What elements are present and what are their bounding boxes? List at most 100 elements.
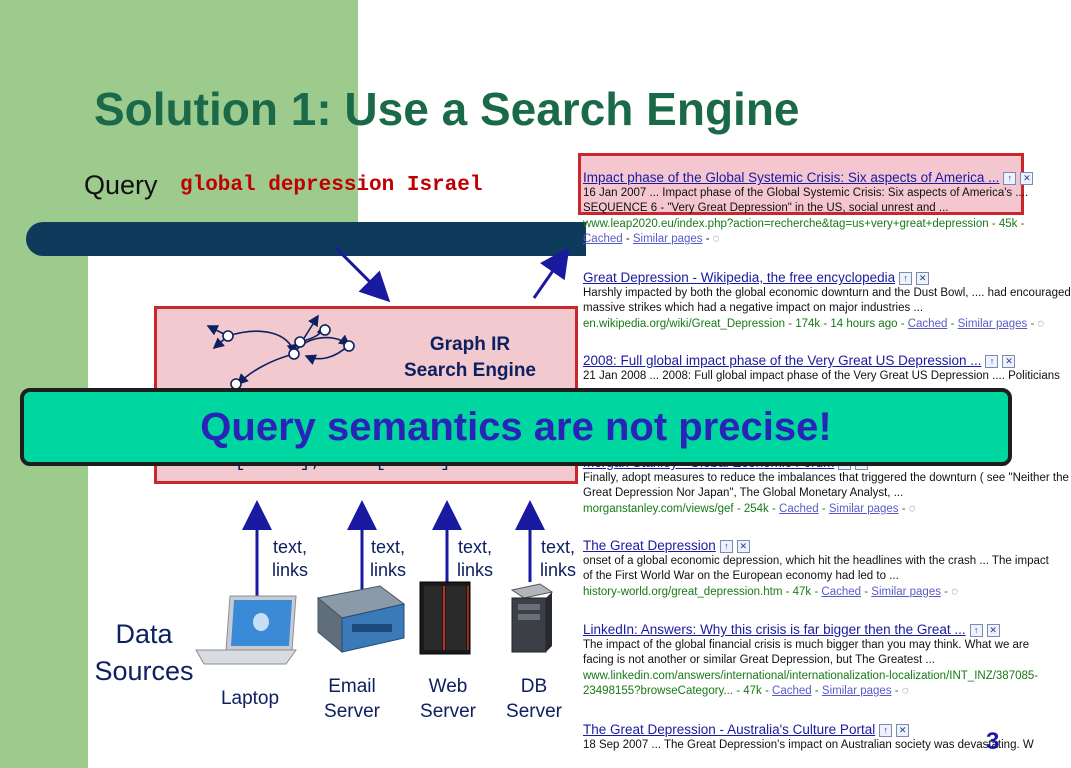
engine-label: Graph IR Search Engine <box>385 332 555 384</box>
result-title[interactable]: The Great Depression <box>583 538 716 553</box>
callout-banner: Query semantics are not precise! <box>20 388 1012 466</box>
query-text: global depression Israel <box>180 174 483 197</box>
pin-icon[interactable]: ↑ <box>969 623 983 637</box>
result-snippet: Harshly impacted by both the global econ… <box>583 286 1071 299</box>
result-snippet: onset of a global economic depression, w… <box>583 554 1049 567</box>
email-server-icon <box>316 585 406 654</box>
result-title[interactable]: 2008: Full global impact phase of the Ve… <box>583 353 982 368</box>
remove-icon[interactable]: ✕ <box>896 723 910 737</box>
source-label-line2: Server <box>324 701 380 722</box>
banner-text: Query semantics are not precise! <box>200 404 832 449</box>
result-snippet: 18 Sep 2007 ... The Great Depression's i… <box>583 738 1034 751</box>
decorative-bar <box>26 222 586 256</box>
feed-label: text, links <box>450 536 500 582</box>
feed-label-line2: links <box>271 560 308 580</box>
remove-icon[interactable]: ✕ <box>1002 354 1016 368</box>
result-snippet: The impact of the global financial crisi… <box>583 638 1030 651</box>
remove-icon[interactable]: ✕ <box>986 623 1000 637</box>
feed-label-line1: text, <box>272 537 307 557</box>
note-icon[interactable]: ◌ <box>908 502 916 515</box>
cached-link[interactable]: Cached <box>821 585 862 598</box>
search-result: LinkedIn: Answers: Why this crisis is fa… <box>583 622 1039 697</box>
pin-icon[interactable]: ↑ <box>985 354 999 368</box>
feed-label-line2: links <box>539 560 576 580</box>
feed-label: text, links <box>266 536 314 582</box>
source-label-line1: DB <box>520 676 548 697</box>
data-sources-label: Data Sources <box>86 616 202 690</box>
laptop-icon <box>195 595 297 665</box>
result-title[interactable]: The Great Depression - Australia's Cultu… <box>583 722 876 737</box>
pin-icon[interactable]: ↑ <box>719 539 733 553</box>
result-snippet: Great Depression Nor Japan", The Global … <box>583 487 904 499</box>
result-url: morganstanley.com/views/gef - 254k - <box>583 502 776 515</box>
result-url: www.linkedin.com/answers/international/i… <box>583 669 1039 682</box>
graph-nodes <box>222 324 355 390</box>
source-label-line2: Server <box>506 701 562 722</box>
feed-label-line1: text, <box>540 537 575 557</box>
pin-icon[interactable]: ↑ <box>1003 171 1017 185</box>
result-snippet: 21 Jan 2008 ... 2008: Full global impact… <box>583 369 1060 382</box>
note-icon[interactable]: ◌ <box>901 685 909 697</box>
result-url: history-world.org/great_depression.htm -… <box>583 585 819 598</box>
feed-label: text, links <box>534 536 582 582</box>
engine-label-line1: Graph IR <box>429 334 511 355</box>
result-url: www.leap2020.eu/index.php?action=recherc… <box>583 217 1025 230</box>
slide-title: Solution 1: Use a Search Engine <box>94 83 800 135</box>
cached-link[interactable]: Cached <box>583 233 623 245</box>
source-label-laptop: Laptop <box>210 686 290 711</box>
engine-label-line2: Search Engine <box>404 360 536 381</box>
similar-pages-link[interactable]: Similar pages <box>632 233 703 245</box>
source-label-email: Email Server <box>312 674 392 724</box>
note-icon[interactable]: ◌ <box>712 233 720 245</box>
search-result: The Great Depression↑✕ onset of a global… <box>583 538 1049 598</box>
remove-icon[interactable]: ✕ <box>736 539 750 553</box>
similar-pages-link[interactable]: Similar pages <box>821 685 892 697</box>
source-label-line1: Email <box>328 676 376 697</box>
db-server-icon <box>510 583 554 653</box>
diagram-overlay <box>195 246 570 665</box>
similar-pages-link[interactable]: Similar pages <box>871 585 941 598</box>
cached-link[interactable]: Cached <box>779 502 819 515</box>
search-result: Great Depression - Wikipedia, the free e… <box>583 270 1071 330</box>
cached-link[interactable]: Cached <box>772 685 812 697</box>
remove-icon[interactable]: ✕ <box>916 271 930 285</box>
result-snippet: SEQUENCE 6 - "Very Great Depression" in … <box>583 202 949 214</box>
feed-label-line2: links <box>456 560 493 580</box>
similar-pages-link[interactable]: Similar pages <box>828 502 899 515</box>
note-icon[interactable]: ◌ <box>1037 317 1045 330</box>
data-sources-line2: Sources <box>94 656 194 686</box>
search-result: 2008: Full global impact phase of the Ve… <box>583 353 1060 384</box>
result-snippet: Finally, adopt measures to reduce the im… <box>583 471 1069 484</box>
source-label-line1: Web <box>428 676 468 697</box>
result-snippet: 16 Jan 2007 ... Impact phase of the Glob… <box>583 186 1029 199</box>
search-result: The Great Depression - Australia's Cultu… <box>583 722 1034 753</box>
source-label-line1: Laptop <box>220 688 280 709</box>
cached-link[interactable]: Cached <box>907 317 948 330</box>
result-snippet: of the First World War on the European e… <box>583 570 899 582</box>
feed-arrows <box>242 500 545 598</box>
feed-label: text, links <box>364 536 412 582</box>
note-icon[interactable]: ◌ <box>951 585 959 598</box>
feed-label-line2: links <box>369 560 406 580</box>
source-label-line2: Server <box>420 701 476 722</box>
query-arrows <box>334 246 570 303</box>
pin-icon[interactable]: ↑ <box>899 271 913 285</box>
source-label-web: Web Server <box>408 674 488 724</box>
query-label: Query <box>84 170 158 200</box>
result-title[interactable]: LinkedIn: Answers: Why this crisis is fa… <box>583 622 966 637</box>
page-number: 3 <box>986 728 1000 755</box>
result-title[interactable]: Great Depression - Wikipedia, the free e… <box>583 270 896 285</box>
remove-icon[interactable]: ✕ <box>1020 171 1034 185</box>
result-url-continued: 23498155?browseCategory... - 47k - <box>583 685 769 697</box>
similar-pages-link[interactable]: Similar pages <box>957 317 1028 330</box>
search-result: Impact phase of the Global Systemic Cris… <box>583 170 1034 248</box>
result-title[interactable]: Impact phase of the Global Systemic Cris… <box>583 170 1000 185</box>
web-server-icon <box>419 581 471 655</box>
feed-label-line1: text, <box>457 537 492 557</box>
pin-icon[interactable]: ↑ <box>879 723 893 737</box>
data-sources-line1: Data <box>115 619 173 649</box>
feed-label-line1: text, <box>370 537 405 557</box>
result-snippet: facing is not another or similar Great D… <box>583 654 935 666</box>
source-label-db: DB Server <box>494 674 574 724</box>
result-url: en.wikipedia.org/wiki/Great_Depression -… <box>583 317 905 330</box>
